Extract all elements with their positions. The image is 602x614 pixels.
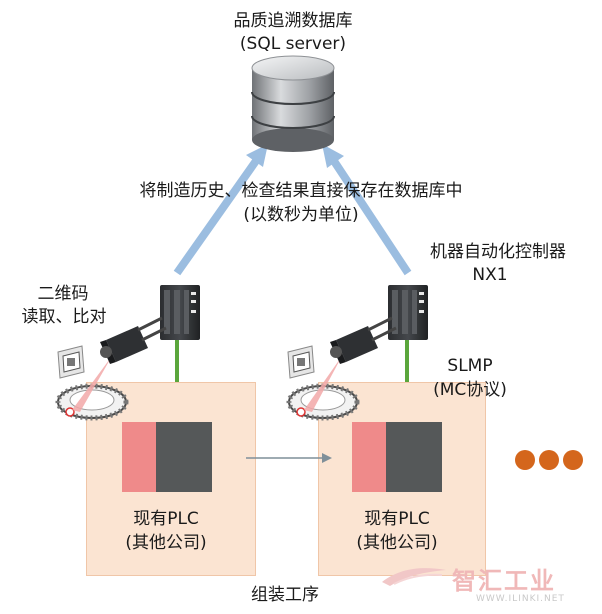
plc-right-label-line1: 现有PLC <box>364 509 430 529</box>
watermark-brand: 智汇工业 <box>452 567 556 595</box>
plc-left-label-line2: (其他公司) <box>125 533 207 553</box>
upload-note-line2: (以数秒为单位) <box>243 205 359 225</box>
watermark-logo-icon <box>380 562 450 588</box>
plc-left-module-gray <box>156 422 212 492</box>
upload-arrow-left <box>173 144 268 276</box>
plc-right-label-line2: (其他公司) <box>356 533 438 553</box>
protocol-label-line2: (MC协议) <box>433 380 507 400</box>
upload-note-line1: 将制造历史、检查结果直接保存在数据库中 <box>139 181 463 201</box>
upload-arrow-right <box>322 144 412 276</box>
plc-right-module-gray <box>386 422 442 492</box>
database-icon <box>251 55 335 152</box>
process-label: 组装工序 <box>251 585 319 605</box>
code-reader-label-line2: 读取、比对 <box>21 307 107 327</box>
database-title: 品质追溯数据库 <box>233 11 353 31</box>
controller-label-line2: NX1 <box>472 265 508 285</box>
database-subtitle: (SQL server) <box>239 34 347 54</box>
plc-left-label-line1: 现有PLC <box>133 509 199 529</box>
plc-right-module-red <box>352 422 386 492</box>
controller-icon-left <box>160 285 200 340</box>
controller-label-line1: 机器自动化控制器 <box>430 242 566 262</box>
code-reader-label-line1: 二维码 <box>37 284 89 304</box>
watermark-url: WWW.ILINKI.NET <box>476 594 565 604</box>
protocol-label-line1: SLMP <box>447 356 493 376</box>
plc-left-module-red <box>122 422 156 492</box>
controller-icon-right <box>388 285 428 340</box>
more-stations-indicator <box>515 450 585 472</box>
